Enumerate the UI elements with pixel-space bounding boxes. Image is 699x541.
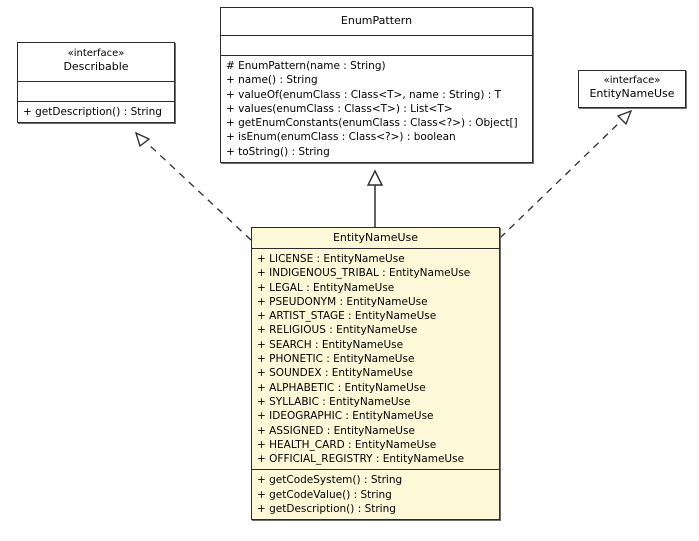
class-node-enum-pattern[interactable]: EnumPattern # EnumPattern(name : String)… <box>220 7 533 164</box>
attribute-item: + SOUNDEX : EntityNameUse <box>257 367 413 380</box>
entity-name-use-interface-stereotype: «interface» <box>603 75 661 86</box>
describable-title: «interface» Describable <box>18 43 174 81</box>
enum-pattern-name: EnumPattern <box>340 14 413 27</box>
hollow-triangle-arrowhead <box>366 169 384 186</box>
attribute-item: + SEARCH : EntityNameUse <box>257 338 404 351</box>
hollow-triangle-arrowhead <box>616 109 633 126</box>
attribute-item: + ARTIST_STAGE : EntityNameUse <box>257 310 437 323</box>
attribute-item: + INDIGENOUS_TRIBAL : EntityNameUse <box>257 267 471 280</box>
operation-item: # EnumPattern(name : String) <box>226 60 386 72</box>
attribute-item: + OFFICIAL_REGISTRY : EntityNameUse <box>257 453 465 466</box>
describable-stereotype: «interface» <box>67 48 125 59</box>
attribute-item: + LICENSE : EntityNameUse <box>257 253 405 265</box>
class-node-entity-name-use[interactable]: EntityNameUse + LICENSE : EntityNameUse … <box>251 227 500 521</box>
operation-item: + valueOf(enumClass : Class<T>, name : S… <box>226 88 502 101</box>
attribute-item: + PSEUDONYM : EntityNameUse <box>257 295 428 308</box>
enum-pattern-attributes-compartment <box>221 35 532 55</box>
describable-name: Describable <box>63 60 129 73</box>
generalization-edge <box>366 169 384 227</box>
operation-item: + getCodeSystem() : String <box>257 474 403 487</box>
attribute-item: + ASSIGNED : EntityNameUse <box>257 424 415 437</box>
operation-item: + isEnum(enumClass : Class<?>) : boolean <box>226 131 456 144</box>
operation-item: + getCodeValue() : String <box>257 488 392 501</box>
attribute-item: + SYLLABIC : EntityNameUse <box>257 395 411 408</box>
entity-name-use-name: EntityNameUse <box>332 231 419 244</box>
class-node-describable[interactable]: «interface» Describable + getDescription… <box>17 42 175 124</box>
entity-name-use-operations-compartment: + getCodeSystem() : String + getCodeValu… <box>252 469 499 519</box>
describable-attributes-compartment <box>18 81 174 101</box>
enum-pattern-operations-compartment: # EnumPattern(name : String) + name() : … <box>221 55 532 162</box>
entity-name-use-title: EntityNameUse <box>252 228 499 248</box>
entity-name-use-interface-name: EntityNameUse <box>589 87 675 100</box>
attribute-item: + PHONETIC : EntityNameUse <box>257 353 415 366</box>
class-node-entity-name-use-interface[interactable]: «interface» EntityNameUse <box>578 70 686 108</box>
attribute-item: + HEALTH_CARD : EntityNameUse <box>257 438 437 451</box>
attribute-item: + LEGAL : EntityNameUse <box>257 281 395 294</box>
describable-operations-compartment: + getDescription() : String <box>18 101 174 122</box>
attribute-item: + ALPHABETIC : EntityNameUse <box>257 381 426 394</box>
entity-name-use-attributes-compartment: + LICENSE : EntityNameUse + INDIGENOUS_T… <box>252 248 499 469</box>
operation-item: + getEnumConstants(enumClass : Class<?>)… <box>226 117 518 130</box>
attribute-item: + IDEOGRAPHIC : EntityNameUse <box>257 410 434 423</box>
entity-name-use-interface-title: «interface» EntityNameUse <box>579 71 685 107</box>
enum-pattern-title: EnumPattern <box>221 8 532 35</box>
attribute-item: + RELIGIOUS : EntityNameUse <box>257 324 418 337</box>
operation-item: + getDescription() : String <box>23 106 162 118</box>
operation-item: + name() : String <box>226 74 318 87</box>
hollow-triangle-arrowhead <box>134 131 151 148</box>
operation-item: + toString() : String <box>226 145 330 158</box>
operation-item: + getDescription() : String <box>257 503 396 516</box>
operation-item: + values(enumClass : Class<T>) : List<T> <box>226 102 453 115</box>
